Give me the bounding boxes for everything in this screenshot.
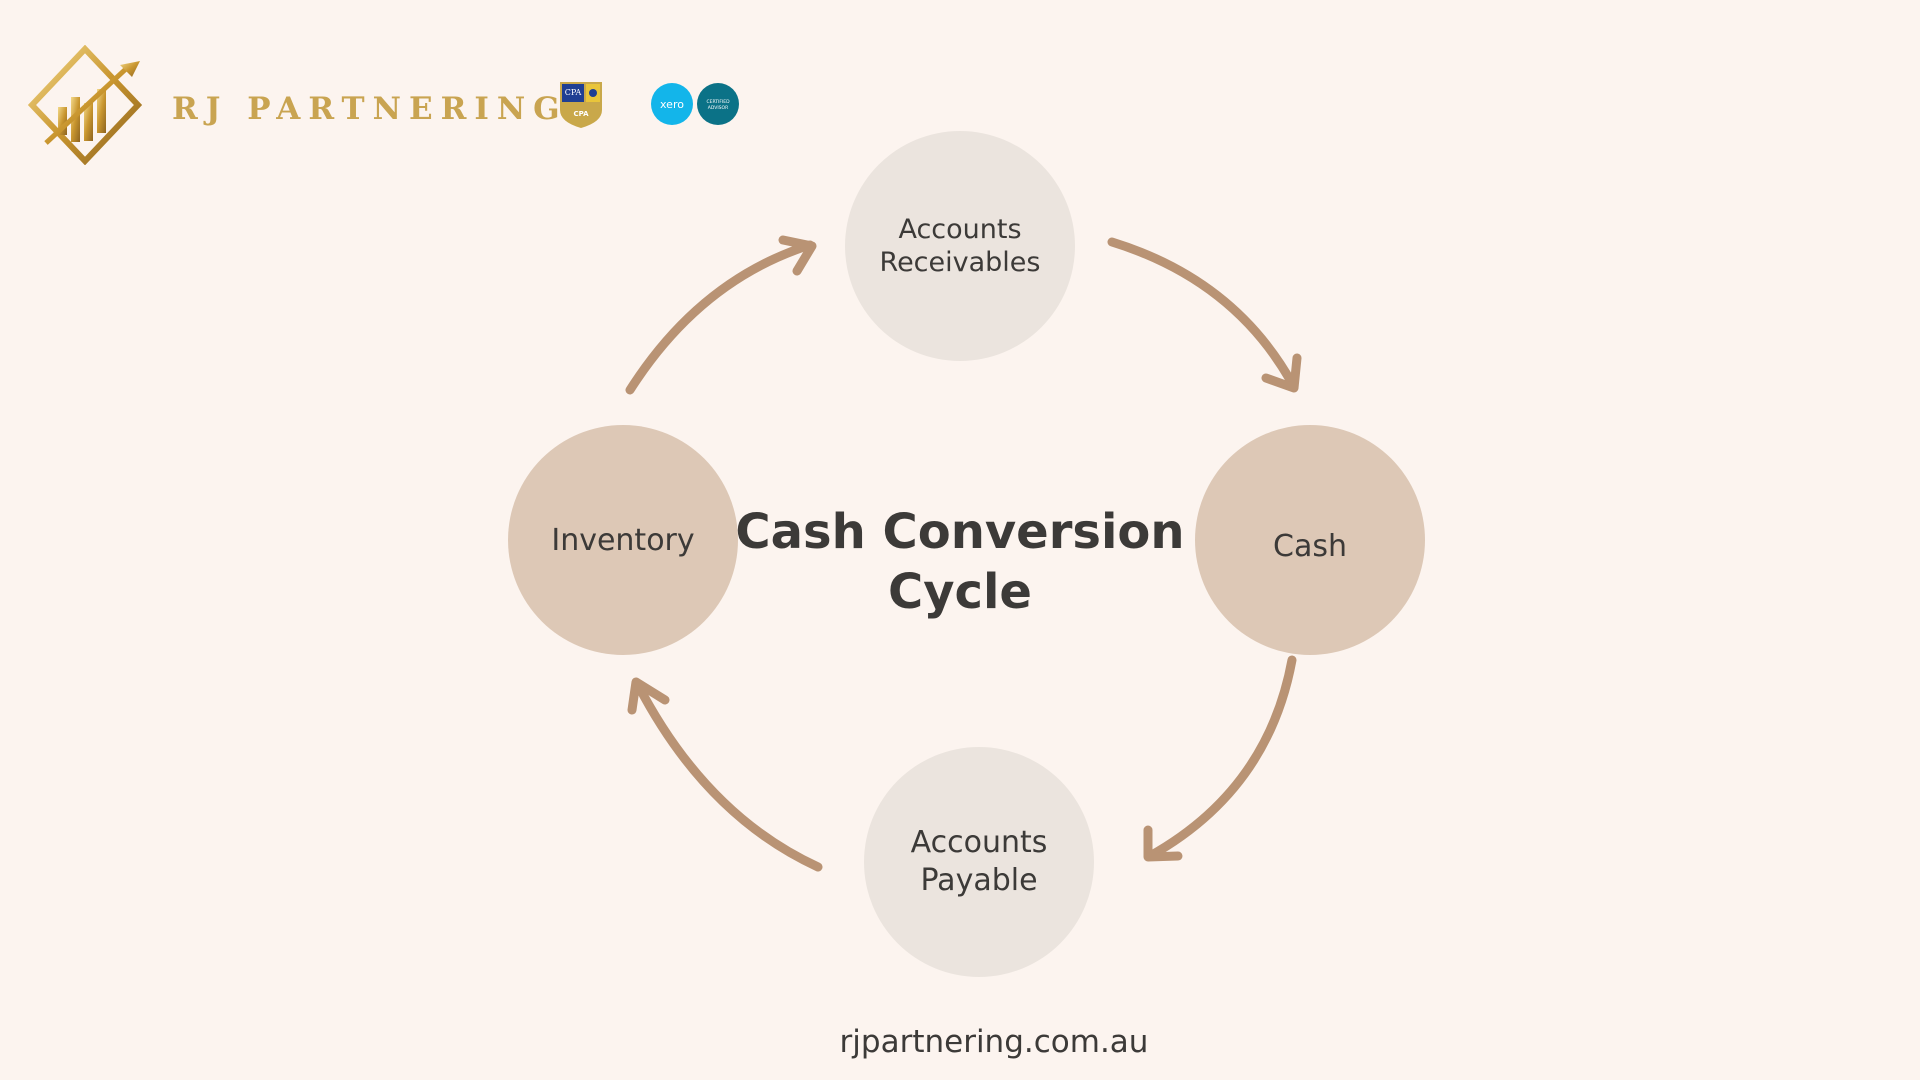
xero-text: xero: [660, 98, 684, 111]
node-accounts-receivables: Accounts Receivables: [845, 131, 1075, 361]
node-label: Accounts: [910, 825, 1048, 860]
cpa-badge-icon: CPA CPA: [560, 82, 602, 128]
node-accounts-payable: Accounts Payable: [864, 747, 1094, 977]
node-label: Receivables: [879, 247, 1041, 278]
node-label: Payable: [920, 863, 1038, 898]
node-label: Cash: [1273, 528, 1347, 564]
svg-text:ADVISOR: ADVISOR: [708, 105, 728, 111]
cpa-badge-text: CPA: [573, 110, 589, 118]
arrowhead-receivables: [778, 235, 817, 276]
arrowhead-payable: [1143, 825, 1183, 862]
arrow-inventory-to-receivables: [625, 240, 815, 395]
rj-partnering-logo-icon: [28, 45, 142, 165]
website-url: rjpartnering.com.au: [839, 1024, 1149, 1060]
svg-text:CPA: CPA: [565, 88, 582, 97]
node-inventory: Inventory: [508, 425, 738, 655]
arrow-cash-to-payable: [1145, 655, 1297, 861]
node-cash: Cash: [1195, 425, 1425, 655]
xero-certified-advisor-icon: xero CERTIFIED ADVISOR: [651, 83, 739, 125]
arrowhead-cash: [1261, 353, 1302, 393]
arrow-payable-to-inventory: [632, 678, 823, 872]
arrow-receivables-to-cash: [1107, 237, 1298, 390]
brand-name: RJ PARTNERING: [172, 91, 568, 127]
arrowhead-inventory: [627, 677, 670, 715]
node-label: Inventory: [551, 522, 695, 558]
svg-text:CERTIFIED: CERTIFIED: [706, 99, 730, 105]
diagram-title: Cash Conversion Cycle: [735, 504, 1185, 620]
node-label: Accounts: [898, 214, 1022, 245]
